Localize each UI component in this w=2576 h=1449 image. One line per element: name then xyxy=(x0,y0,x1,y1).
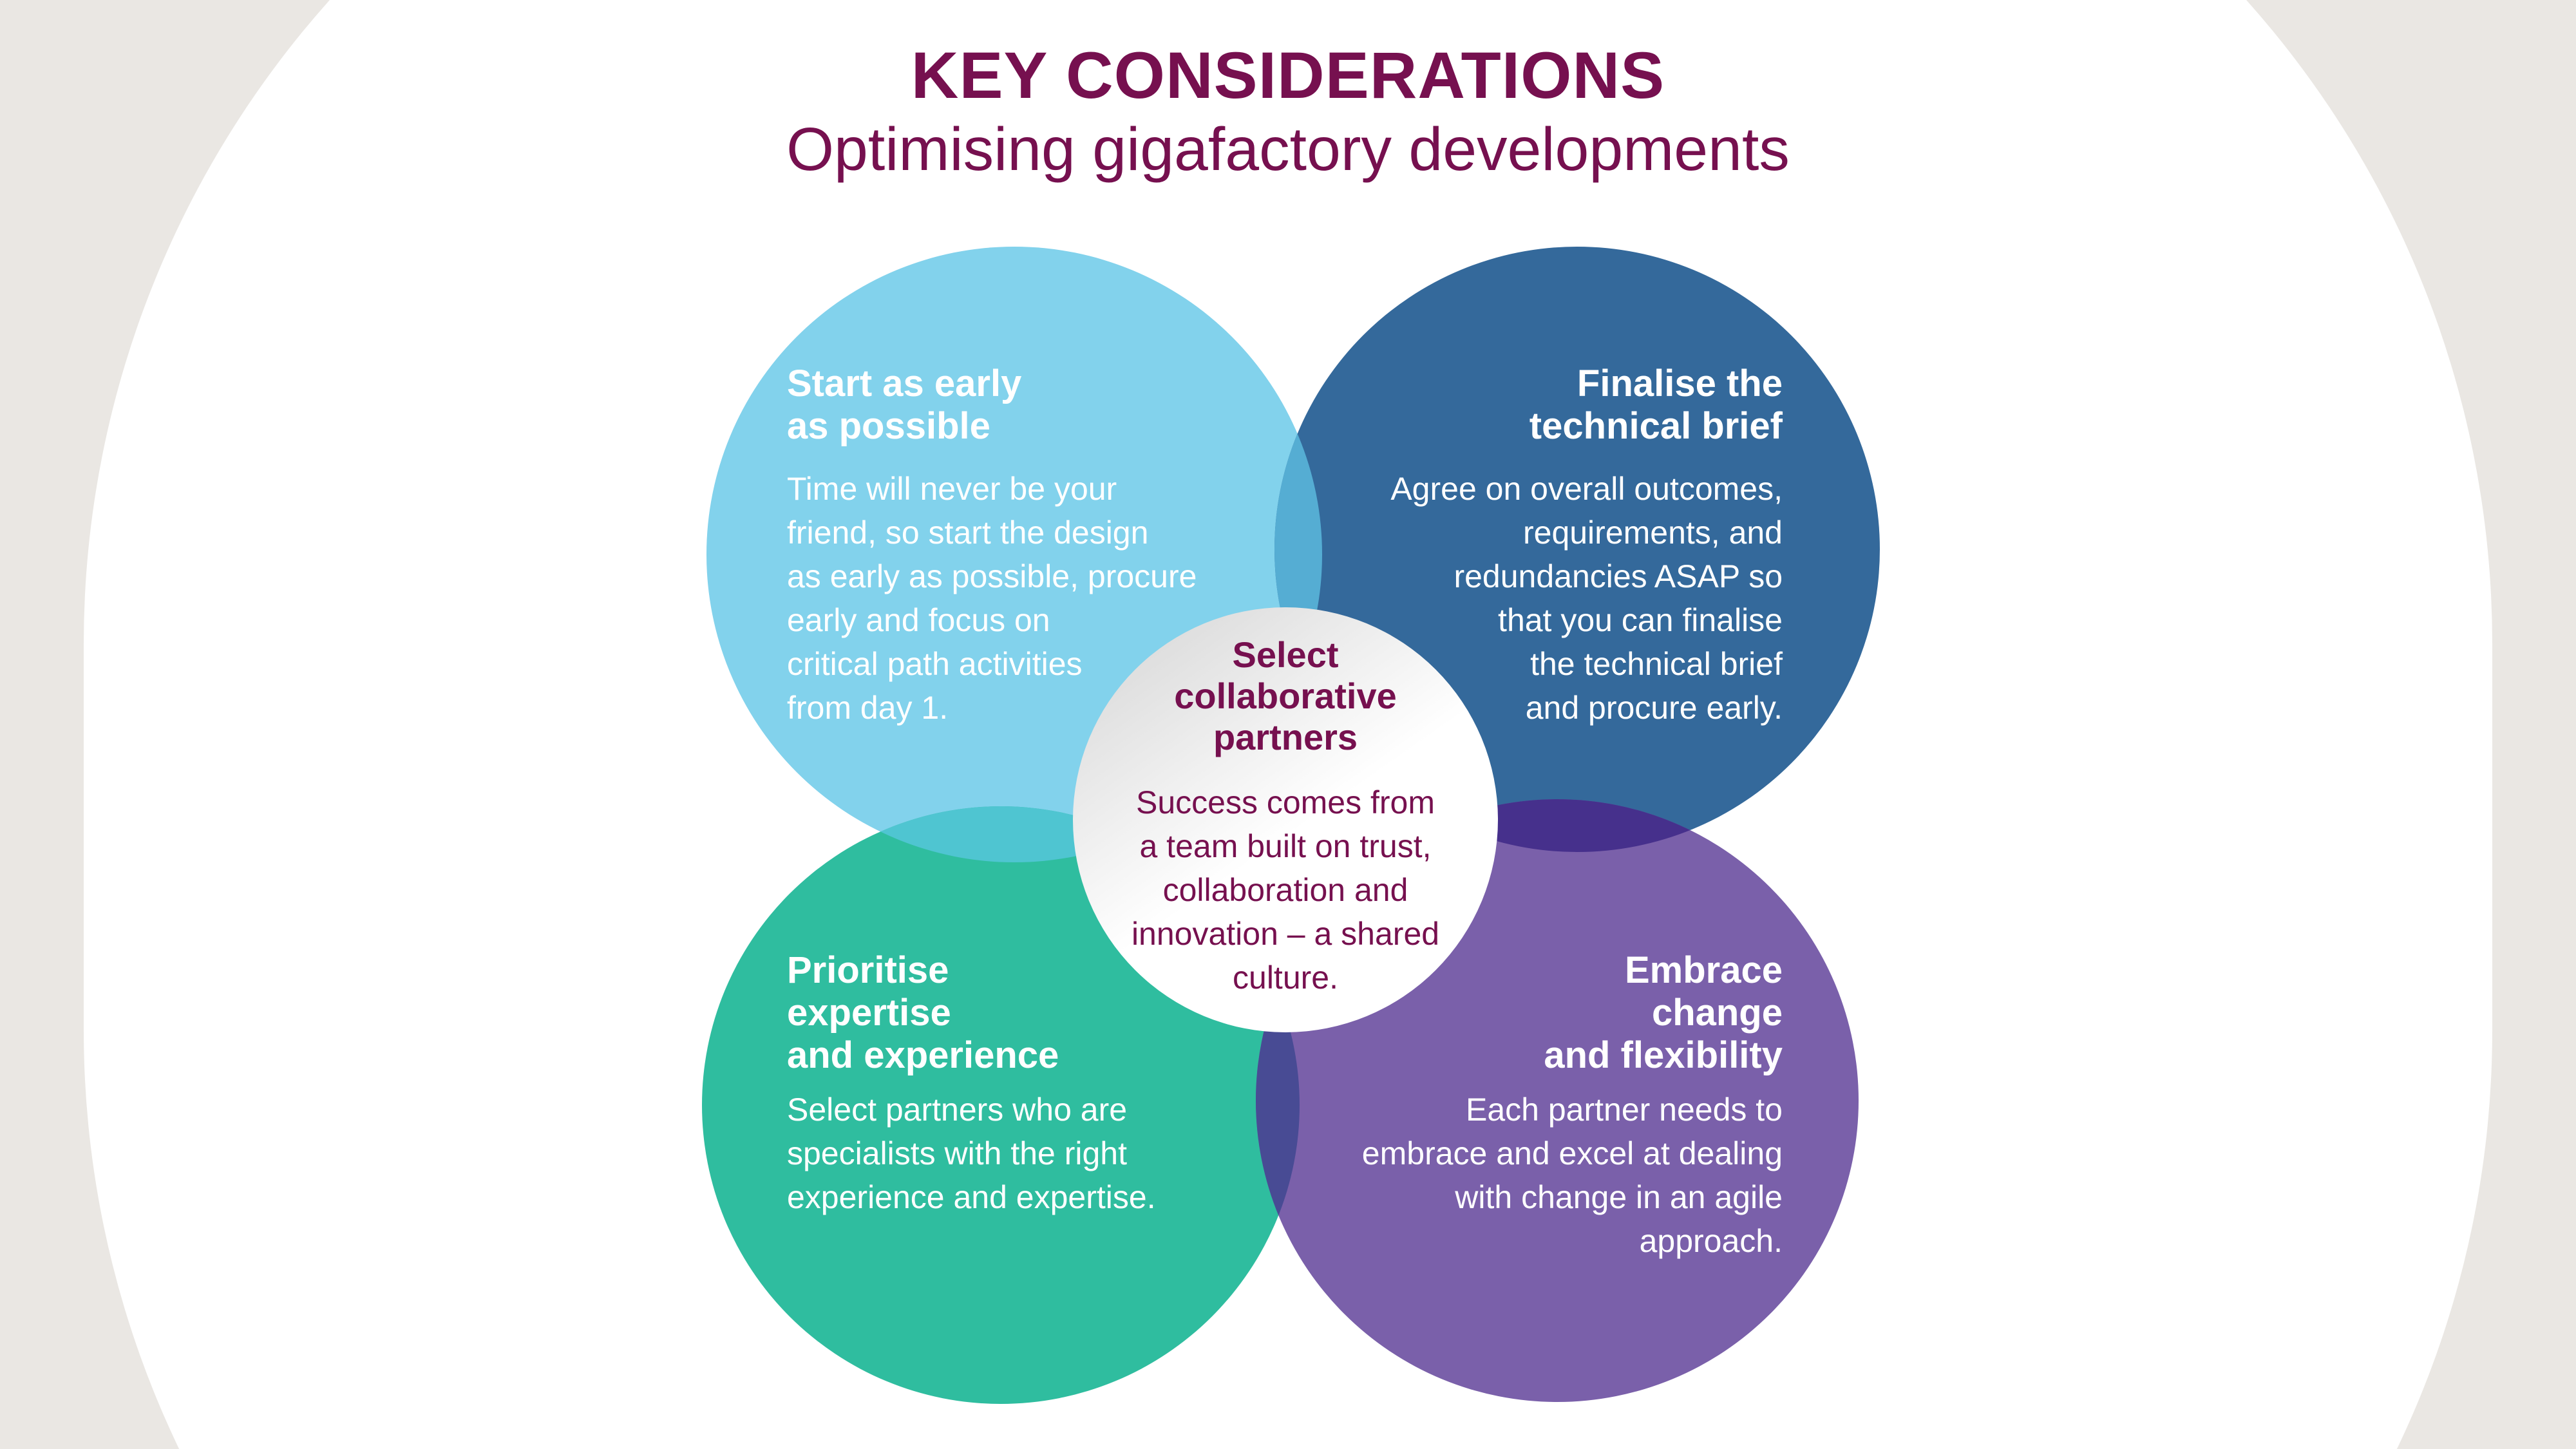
page-title: KEY CONSIDERATIONS xyxy=(911,39,1665,112)
flexibility-heading: Embrace change and flexibility xyxy=(1544,949,1783,1076)
flexibility-body: Each partner needs to embrace and excel … xyxy=(1361,1092,1783,1259)
technical-brief-heading: Finalise the technical brief xyxy=(1529,363,1783,447)
start-early-heading: Start as early as possible xyxy=(787,363,1022,447)
header: KEY CONSIDERATIONS Optimising gigafactor… xyxy=(0,37,2576,185)
circle-center-shape xyxy=(1073,607,1498,1032)
start-early-body: Time will never be your friend, so start… xyxy=(787,471,1197,726)
page-subtitle: Optimising gigafactory developments xyxy=(786,115,1790,184)
expertise-body: Select partners who are specialists with… xyxy=(787,1092,1156,1215)
collaborative-partners-heading: Select collaborative partners xyxy=(1174,634,1397,757)
expertise-heading: Prioritise expertise and experience xyxy=(787,949,1059,1076)
collaborative-partners-body: Success comes from a team built on trust… xyxy=(1131,784,1440,996)
technical-brief-body: Agree on overall outcomes, requirements,… xyxy=(1390,471,1783,726)
